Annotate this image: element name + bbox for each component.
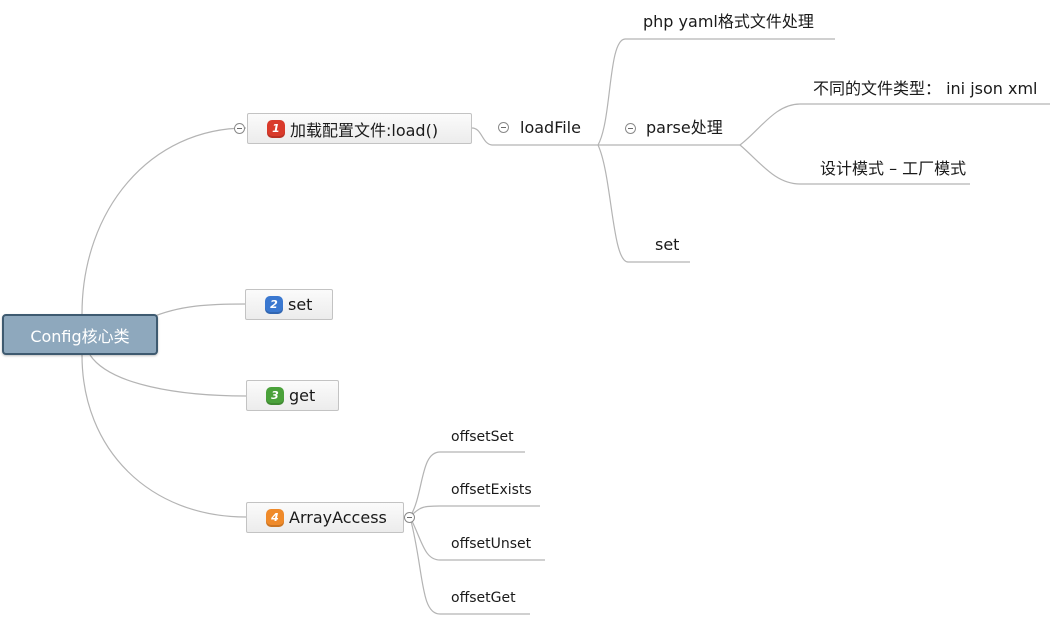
connector-load-loadfile xyxy=(471,127,598,146)
topic-arrayaccess-label: ArrayAccess xyxy=(289,508,387,527)
priority-2-icon: 2 xyxy=(265,295,283,314)
node-offsetunset[interactable]: offsetUnset xyxy=(451,536,532,552)
connector-root-arrayaccess xyxy=(81,354,247,518)
node-parse[interactable]: parse处理 xyxy=(646,118,723,137)
connector-array-offsetunset xyxy=(409,516,545,561)
connector-root-get xyxy=(89,354,247,397)
priority-4-icon: 4 xyxy=(266,508,284,527)
priority-1-icon: 1 xyxy=(267,119,285,138)
topic-get-label: get xyxy=(289,386,316,405)
node-offsetexists[interactable]: offsetExists xyxy=(451,482,532,498)
connector-array-offsetset xyxy=(409,451,525,518)
node-offsetset[interactable]: offsetSet xyxy=(451,429,514,445)
node-php-yaml[interactable]: php yaml格式文件处理 xyxy=(643,12,814,31)
connector-loadfile-yaml xyxy=(597,38,835,146)
node-file-types[interactable]: 不同的文件类型： ini json xml xyxy=(813,79,1038,98)
collapse-parse-icon[interactable] xyxy=(625,123,636,134)
collapse-load-icon[interactable] xyxy=(234,123,245,134)
topic-set[interactable]: 2 set xyxy=(245,289,333,320)
node-offsetget[interactable]: offsetGet xyxy=(451,590,516,606)
topic-get[interactable]: 3 get xyxy=(246,380,339,411)
node-loadfile-set[interactable]: set xyxy=(655,235,680,254)
connector-parse-pattern xyxy=(739,144,970,185)
priority-3-icon: 3 xyxy=(266,386,284,405)
collapse-loadfile-icon[interactable] xyxy=(498,122,509,133)
node-factory-pattern[interactable]: 设计模式 – 工厂模式 xyxy=(820,159,967,178)
connector-root-load xyxy=(81,127,247,315)
connector-array-offsetexists xyxy=(409,505,540,518)
connector-loadfile-set xyxy=(597,144,690,263)
root-node-label: Config核心类 xyxy=(30,326,130,346)
topic-set-label: set xyxy=(288,295,313,314)
topic-arrayaccess[interactable]: 4 ArrayAccess xyxy=(246,502,404,533)
root-node[interactable]: Config核心类 xyxy=(2,314,158,355)
connector-array-offsetget xyxy=(409,516,530,615)
topic-load[interactable]: 1 加载配置文件:load() xyxy=(247,113,472,144)
topic-load-label: 加载配置文件:load() xyxy=(290,120,439,140)
node-loadfile[interactable]: loadFile xyxy=(520,118,581,137)
connector-parse-types xyxy=(739,103,1050,146)
collapse-arrayaccess-icon[interactable] xyxy=(404,512,415,523)
connector-root-set xyxy=(149,303,247,319)
